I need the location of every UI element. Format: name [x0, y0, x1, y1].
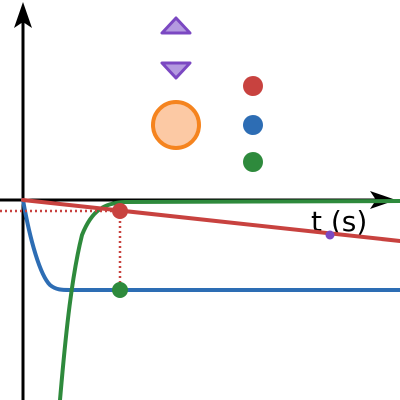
curve-points [112, 203, 335, 298]
blue-curve[interactable] [21, 198, 400, 292]
green-point-handle[interactable] [112, 282, 128, 298]
blue-dot-button[interactable] [243, 115, 263, 135]
triangle-down-button[interactable] [160, 61, 192, 80]
purple-probe-dot[interactable] [325, 230, 335, 240]
orange-circle-button[interactable] [151, 100, 201, 150]
curves [21, 198, 400, 400]
control-panel [151, 16, 263, 172]
red-point-handle[interactable] [112, 203, 128, 219]
red-dot-button[interactable] [243, 76, 263, 96]
triangle-up-button[interactable] [160, 16, 192, 35]
vertical-axis-arrow-icon [14, 2, 32, 28]
red-curve[interactable] [21, 198, 400, 243]
green-dot-button[interactable] [243, 152, 263, 172]
green-curve[interactable] [58, 199, 400, 400]
guide-lines [0, 209, 122, 290]
